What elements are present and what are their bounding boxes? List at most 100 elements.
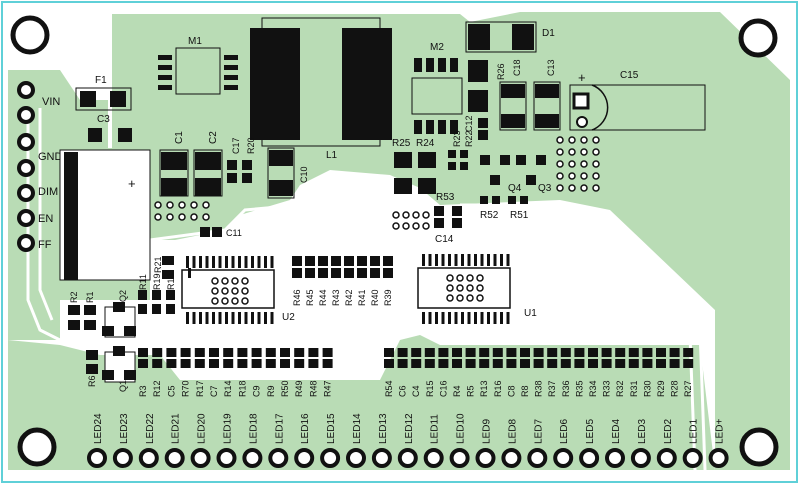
smd-label: R34 <box>588 380 598 397</box>
label-c17: C17 <box>231 137 241 154</box>
smd-pad <box>152 359 163 368</box>
resistor-label: R42 <box>344 289 354 306</box>
led-label: LED3 <box>637 419 648 444</box>
resistor-r22: R22 <box>460 130 474 170</box>
mounting-hole-top-left <box>10 15 50 55</box>
label-r25: R25 <box>392 138 411 149</box>
led-pad <box>630 448 651 468</box>
smd-pad <box>180 348 191 357</box>
smd-label: C7 <box>209 385 219 397</box>
smd-pad <box>265 359 276 368</box>
led-label: LED21 <box>171 413 182 444</box>
smd-pad <box>628 348 639 357</box>
smd-pad <box>265 348 276 357</box>
ic-pin <box>506 312 510 324</box>
led-pad <box>190 448 211 468</box>
chip-u2: U2 <box>181 268 295 323</box>
smd-pad <box>628 359 639 368</box>
label-r23: R23 <box>452 130 462 147</box>
chip-u2-pins <box>186 256 274 324</box>
resistor-pad <box>370 256 380 266</box>
resistor-pad <box>292 268 302 278</box>
via-grid-left <box>154 201 210 221</box>
capacitor-c15: + C15 <box>569 70 706 131</box>
smd-pad <box>560 348 571 357</box>
ic-pin <box>487 254 490 266</box>
ic-pin <box>467 254 471 266</box>
smd-pad <box>479 359 490 368</box>
smd-pad <box>656 348 666 357</box>
led-label: LED4 <box>611 419 622 444</box>
label-c15: C15 <box>620 70 639 81</box>
smd-pad <box>209 348 219 357</box>
smd-pad <box>180 359 191 368</box>
smd-pad <box>601 359 612 368</box>
label-q3: Q3 <box>538 183 552 194</box>
capacitor-c17: C17 <box>227 137 241 183</box>
mounting-hole-top-right <box>738 18 778 58</box>
ic-pin <box>428 312 432 324</box>
ic-pin <box>205 256 209 268</box>
label-c3-plus: + <box>128 176 136 191</box>
ic-pin <box>474 254 477 266</box>
led-label: LED14 <box>352 413 363 444</box>
smd-pad <box>683 348 694 357</box>
resistor-r11: R11 <box>138 274 148 314</box>
ic-pin <box>454 312 458 324</box>
smd-label: R31 <box>629 380 639 397</box>
smd-label: R38 <box>534 380 544 397</box>
connector-label-dim: DIM <box>38 186 58 198</box>
ic-pin <box>231 256 235 268</box>
label-u1: U1 <box>524 308 537 319</box>
label-r26: R26 <box>496 63 506 80</box>
led-pad <box>501 448 522 468</box>
ic-pin <box>251 312 254 324</box>
connector-label-en: EN <box>38 213 53 225</box>
smd-label: R48 <box>308 380 318 397</box>
label-c12: C12 <box>464 115 474 132</box>
capacitor-c13: C13 <box>533 59 561 131</box>
capacitor-c3: C3 + <box>59 114 151 281</box>
connector-pin-5 <box>17 184 35 202</box>
smd-label: R8 <box>520 385 530 397</box>
led-label: LED6 <box>559 419 570 444</box>
ic-pin <box>205 312 209 324</box>
resistor-r19: R19 <box>152 273 162 314</box>
smd-label: R35 <box>574 380 584 397</box>
smd-pad <box>506 359 517 368</box>
ic-pin <box>270 256 274 268</box>
resistor-r52: R52 <box>480 196 500 221</box>
label-f1: F1 <box>95 75 107 86</box>
resistor-r21: R21 <box>153 256 174 279</box>
smd-pad <box>384 348 394 357</box>
chip-m2: M2 <box>411 42 463 134</box>
smd-label: R4 <box>452 385 462 397</box>
smd-pad <box>547 359 558 368</box>
label-r53: R53 <box>436 192 455 203</box>
smd-pad <box>452 359 462 368</box>
ic-pin <box>441 312 445 324</box>
smd-pad <box>411 348 422 357</box>
resistor-r26: R26 <box>468 60 506 112</box>
smd-label: C6 <box>398 385 408 397</box>
copper-pour-bottom <box>8 335 715 470</box>
connector-pin-1 <box>17 81 35 99</box>
ic-pin <box>448 312 451 324</box>
smd-pad <box>280 348 290 357</box>
connector-label-vin: VIN <box>42 96 60 108</box>
capacitor-c2: C2 <box>193 131 223 197</box>
smd-pad <box>411 359 422 368</box>
ic-pin <box>244 256 248 268</box>
ic-pin <box>225 312 228 324</box>
smd-label: R15 <box>425 380 435 397</box>
ic-pin <box>493 254 497 266</box>
ic-pin <box>487 312 490 324</box>
led-label: LED19 <box>223 413 234 444</box>
ic-pin <box>428 254 432 266</box>
resistor-label: R44 <box>318 289 328 306</box>
label-m1: M1 <box>188 36 202 47</box>
ic-pin <box>435 254 438 266</box>
